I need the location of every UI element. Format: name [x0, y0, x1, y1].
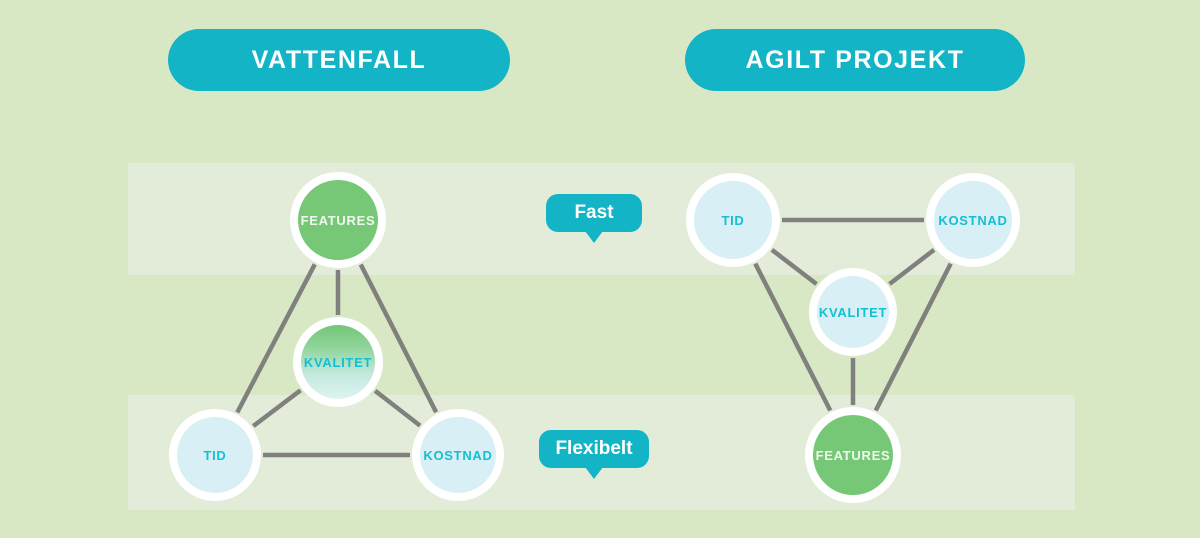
node-label-vattenfall-tid: TID [177, 417, 253, 493]
node-label-agilt-projekt-kvalitet: KVALITET [817, 276, 889, 348]
node-vattenfall-kostnad[interactable]: KOSTNAD [412, 409, 504, 501]
callout-flexibelt: Flexibelt [539, 430, 649, 479]
node-label-vattenfall-kvalitet: KVALITET [301, 325, 375, 399]
node-label-agilt-projekt-features: FEATURES [813, 415, 893, 495]
node-agilt-projekt-tid[interactable]: TID [686, 173, 780, 267]
node-vattenfall-features[interactable]: FEATURES [290, 172, 386, 268]
node-vattenfall-kvalitet[interactable]: KVALITET [293, 317, 383, 407]
node-agilt-projekt-kvalitet[interactable]: KVALITET [809, 268, 897, 356]
node-agilt-projekt-kostnad[interactable]: KOSTNAD [926, 173, 1020, 267]
header-pill-vattenfall[interactable]: VATTENFALL [168, 29, 510, 91]
header-pill-agilt-projekt[interactable]: AGILT PROJEKT [685, 29, 1025, 91]
node-agilt-projekt-features[interactable]: FEATURES [805, 407, 901, 503]
node-label-agilt-projekt-kostnad: KOSTNAD [934, 181, 1012, 259]
node-vattenfall-tid[interactable]: TID [169, 409, 261, 501]
node-label-vattenfall-features: FEATURES [298, 180, 378, 260]
callout-fast: Fast [546, 194, 642, 243]
node-label-vattenfall-kostnad: KOSTNAD [420, 417, 496, 493]
node-label-agilt-projekt-tid: TID [694, 181, 772, 259]
